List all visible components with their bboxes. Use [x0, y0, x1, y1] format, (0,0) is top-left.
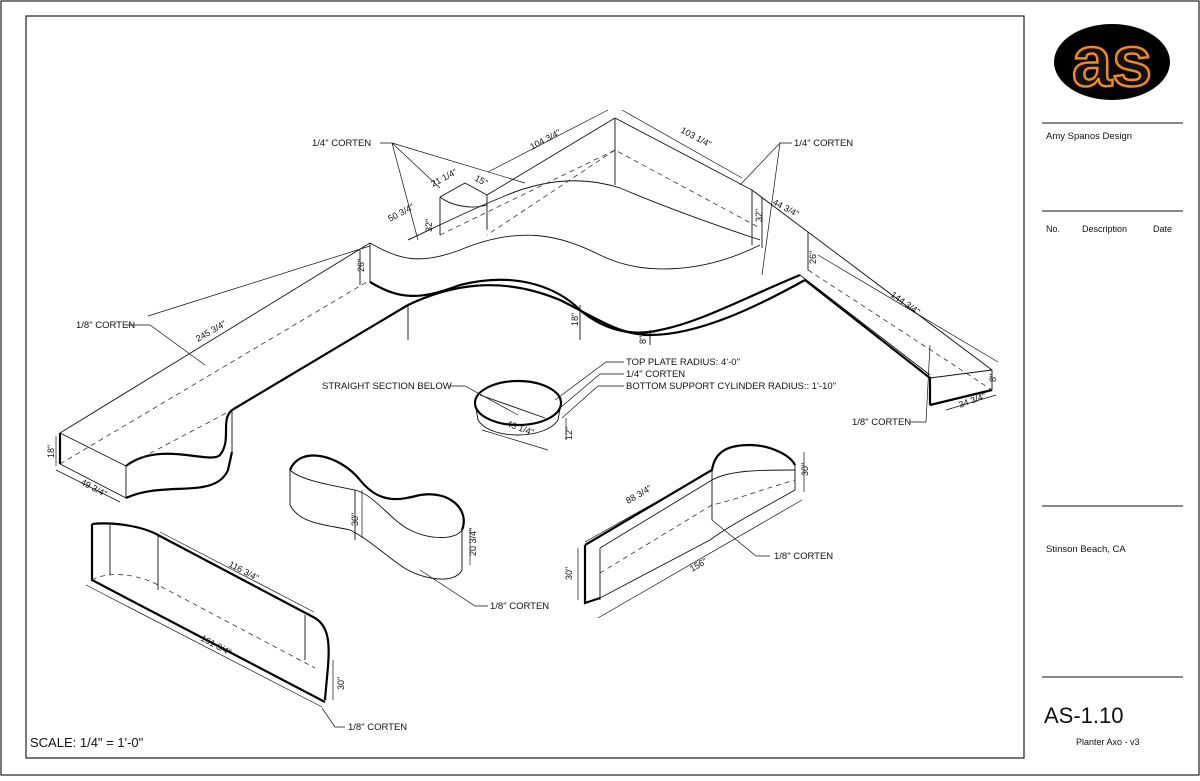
- rev-no-header: No.: [1046, 224, 1060, 234]
- dim-245: 245 3/4": [194, 318, 228, 343]
- dim-21: 21 1/4": [429, 167, 459, 189]
- dim-26-right: 26": [808, 251, 818, 264]
- dimension-lines: [55, 109, 999, 708]
- dim-18-mid: 18": [570, 313, 580, 326]
- dim-15: 15": [473, 173, 489, 188]
- note-corten-quarter-left: 1/4" CORTEN: [312, 138, 371, 149]
- dim-18-left: 18": [46, 445, 56, 458]
- rev-description-header: Description: [1082, 224, 1127, 234]
- main-planter: [58, 117, 993, 499]
- drawing-frame: [25, 15, 1025, 759]
- dim-30-bottom-left: 30": [336, 677, 346, 690]
- designer-name: Amy Spanos Design: [1046, 131, 1132, 142]
- logo-text: as: [1072, 22, 1152, 102]
- dim-32-left: 32": [424, 219, 434, 232]
- logo: as: [1054, 21, 1170, 103]
- title-block-lines: [1042, 122, 1183, 678]
- note-corten-eighth-left: 1/8" CORTEN: [76, 320, 135, 331]
- dim-144: 144 3/4": [889, 289, 922, 316]
- scale-label: SCALE: 1/4" = 1'-0": [30, 735, 144, 750]
- dim-161: 161 3/4": [199, 633, 233, 657]
- dim-26-left: 26": [356, 259, 366, 272]
- note-bottom-support: BOTTOM SUPPORT CYLINDER RADIUS:: 1'-10": [626, 381, 836, 392]
- dim-50: 50 3/4": [386, 202, 416, 224]
- planter-s-curve: [288, 454, 465, 580]
- planter-bottom-right: [583, 443, 796, 605]
- dim-12: 12": [564, 427, 574, 440]
- note-leaders: [126, 142, 931, 728]
- dim-8-mid: 8": [638, 336, 648, 344]
- location: Stinson Beach, CA: [1046, 544, 1126, 555]
- note-corten-quarter-right: 1/4" CORTEN: [794, 138, 853, 149]
- title-block: Amy Spanos Design No. Description Date S…: [1044, 131, 1172, 747]
- dim-30-s: 30": [350, 513, 360, 526]
- round-planter: [473, 379, 563, 436]
- note-cyl-corten: 1/4" CORTEN: [626, 369, 685, 380]
- dim-30-right-end: 30": [800, 463, 810, 476]
- dim-32-right: 32": [754, 209, 764, 222]
- dim-49: 49 3/4": [79, 477, 109, 499]
- note-corten-eighth-middle: 1/8" CORTEN: [490, 601, 549, 612]
- dim-30-bottom-right: 30": [564, 567, 574, 580]
- dim-88: 88 3/4": [624, 483, 653, 506]
- note-top-plate: TOP PLATE RADIUS: 4'-0": [626, 357, 740, 368]
- dim-104: 104 3/4": [528, 127, 562, 151]
- dim-156: 156": [688, 556, 709, 574]
- note-straight-section: STRAIGHT SECTION BELOW: [322, 381, 452, 392]
- note-corten-eighth-right: 1/8" CORTEN: [852, 417, 911, 428]
- dim-8-right: 8": [988, 374, 998, 382]
- rev-date-header: Date: [1153, 224, 1172, 234]
- note-corten-eighth-bottom-right: 1/8" CORTEN: [774, 551, 833, 562]
- dim-103: 103 1/4": [679, 125, 713, 149]
- dim-20: 20 3/4": [468, 528, 478, 556]
- sheet-number: AS-1.10: [1044, 703, 1124, 728]
- planter-bottom-left: [90, 522, 330, 703]
- notes: 1/4" CORTEN 1/4" CORTEN 1/8" CORTEN 1/8"…: [76, 138, 911, 733]
- note-corten-eighth-bottom-left: 1/8" CORTEN: [348, 722, 407, 733]
- sheet-title: Planter Axo - v3: [1076, 737, 1140, 747]
